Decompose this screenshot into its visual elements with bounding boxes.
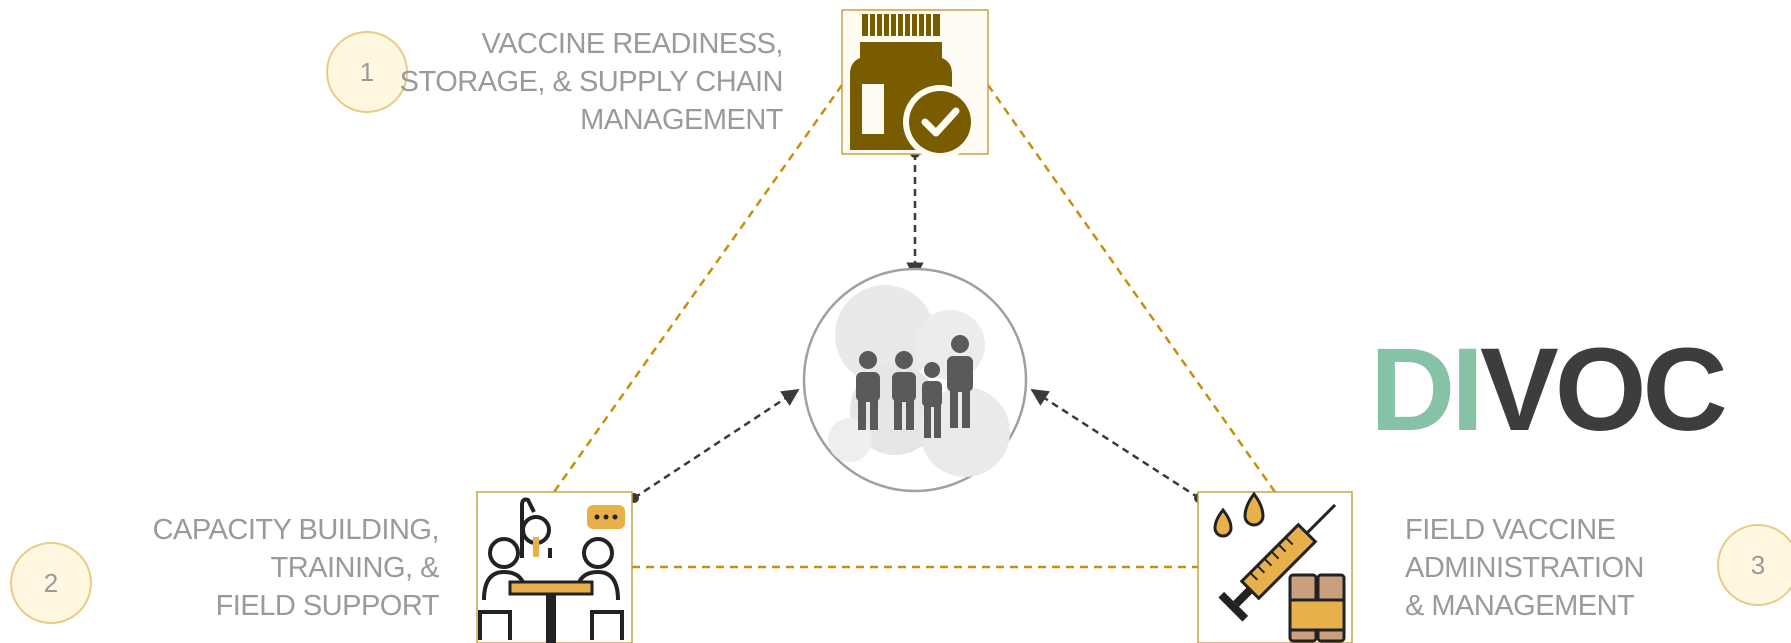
- label-vaccine-readiness: VACCINE READINESS, STORAGE, & SUPPLY CHA…: [399, 25, 784, 139]
- arrow-left-to-center: [633, 388, 800, 500]
- family-people-icon: [802, 267, 1028, 493]
- group-training-icon: [476, 491, 633, 643]
- label-line: STORAGE, & SUPPLY CHAIN: [399, 66, 784, 98]
- step-number-3: 3: [1717, 524, 1791, 606]
- step-number-2: 2: [10, 542, 92, 624]
- medicine-bottle-check-icon: [841, 9, 989, 159]
- arrow-right-to-center: [1030, 388, 1200, 500]
- label-line: CAPACITY BUILDING,: [152, 514, 440, 546]
- step-number-1: 1: [326, 31, 408, 113]
- logo-part-2: VOC: [1480, 324, 1728, 456]
- label-line: MANAGEMENT: [580, 104, 783, 136]
- label-line: FIELD VACCINE: [1405, 514, 1616, 546]
- label-line: TRAINING, &: [270, 552, 439, 584]
- label-line: FIELD SUPPORT: [215, 590, 440, 622]
- label-field-vaccine: FIELD VACCINE ADMINISTRATION & MANAGEMEN…: [1405, 511, 1644, 625]
- syringe-vials-icon: [1197, 491, 1353, 643]
- triangle-edge-top-right: [986, 84, 1277, 493]
- divoc-logo: DIVOC: [1370, 330, 1728, 450]
- label-line: VACCINE READINESS,: [481, 28, 784, 60]
- label-line: ADMINISTRATION: [1405, 552, 1644, 584]
- logo-part-1: DI: [1370, 324, 1484, 456]
- label-capacity-building: CAPACITY BUILDING, TRAINING, & FIELD SUP…: [152, 511, 440, 625]
- triangle-edge-top-left: [552, 84, 844, 493]
- label-line: & MANAGEMENT: [1405, 590, 1635, 622]
